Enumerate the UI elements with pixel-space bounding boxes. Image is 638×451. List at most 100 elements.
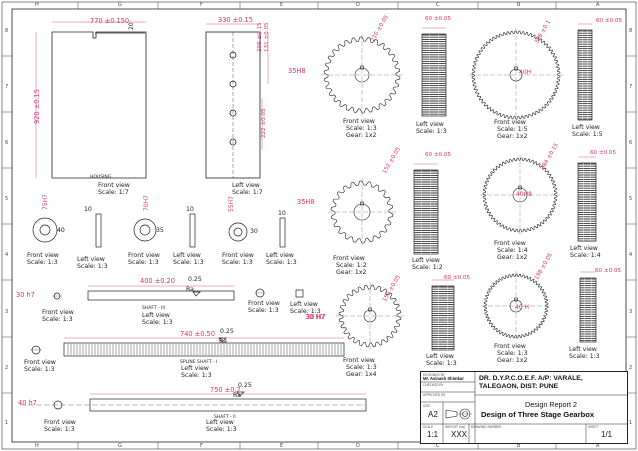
gear-4-side	[577, 156, 597, 242]
shaft3-front-view: Front view	[42, 309, 74, 316]
grid-row-right-1: 1	[629, 420, 633, 426]
shaft1-front-scale: Scale: 1:3	[24, 366, 55, 373]
housing-side-dim-2: 131 ±0.05	[264, 22, 270, 52]
housing-side-dim-1: 206 ±0.15	[257, 22, 263, 52]
gear-5-side	[431, 279, 455, 351]
grid-col-top-H: H	[35, 2, 39, 8]
grid-row-left-7: 7	[5, 84, 9, 90]
shaft1-ra: Ra	[219, 338, 227, 345]
grid-col-top-A: A	[596, 2, 600, 8]
gear1-bore-dim: 35H8	[288, 67, 306, 75]
gear2-side-scale: Scale: 1:5	[572, 131, 603, 138]
housing-width-dim: 770 ±0.150	[90, 17, 130, 25]
gear3-side-scale: Scale: 1:2	[412, 264, 443, 271]
drawing-number-label: DRAWING NUMBER	[471, 425, 502, 429]
gear1-gear: Gear: 1x2	[346, 132, 377, 139]
report-name: Design Report 2	[525, 400, 577, 409]
grid-col-top-C: C	[436, 2, 440, 8]
gear2-bore-dim: 40H	[519, 69, 532, 76]
bearing2-width-dim: 10	[186, 206, 194, 213]
bearing2-front-scale: Scale: 1:3	[128, 259, 159, 266]
gear3-side-view: Left view	[412, 257, 440, 264]
key-views	[255, 288, 304, 298]
shaft1-side-scale: Scale: 1:3	[181, 372, 212, 379]
housing-side-scale: Scale: 1:7	[232, 189, 263, 196]
sheet-size: A2	[428, 410, 438, 419]
gear-side-views	[413, 23, 597, 351]
bearing1-width-dim: 10	[84, 206, 92, 213]
gear1-scale: Scale: 1:3	[346, 125, 377, 132]
bearing2-side-scale: Scale: 1:3	[173, 259, 204, 266]
gear2-gear: Gear: 1x2	[497, 133, 528, 140]
gear-2-side	[577, 23, 593, 121]
bearing3-outer-dim: 55H7	[228, 196, 235, 212]
gear4-side-scale: Scale: 1:4	[570, 252, 601, 259]
shaft2-front-view: Front view	[44, 419, 76, 426]
shaft1-front-view: Front view	[24, 359, 56, 366]
gear-1-front	[321, 34, 403, 116]
grid-col-top-G: G	[118, 2, 122, 8]
gear4-gear: Gear: 1x2	[497, 254, 528, 261]
housing-front-view-label: Front view	[98, 182, 130, 189]
grid-col-bottom-A: A	[596, 443, 600, 449]
key-side-view: Left view	[290, 301, 318, 308]
grid-col-bottom-E: E	[280, 443, 284, 449]
gear-front-views	[321, 28, 563, 350]
drawing-title: Design of Three Stage Gearbox	[481, 410, 595, 419]
shaft1-roughness: 0.25	[220, 328, 234, 335]
gear3-view: Front view	[333, 255, 365, 262]
bearing3-inner-dim: 30	[250, 228, 258, 235]
bearing3-side-view: Left view	[266, 252, 294, 259]
gear1-side-scale: Scale: 1:3	[416, 128, 447, 135]
shaft2-label: SHAFT - II	[214, 415, 236, 420]
housing-side-view	[205, 23, 269, 179]
bearing3-side-scale: Scale: 1:3	[266, 259, 297, 266]
grid-col-top-B: B	[517, 2, 521, 8]
bearing1-side-scale: Scale: 1:3	[77, 263, 108, 270]
gear1-side-view: Left view	[416, 121, 444, 128]
housing-front-scale: Scale: 1:7	[98, 189, 129, 196]
gear4-view: Front view	[494, 240, 526, 247]
gear-3-side	[413, 163, 439, 255]
sheet-number: 1/1	[601, 430, 613, 439]
gear2-side-view: Left view	[572, 124, 600, 131]
bearing1-front-scale: Scale: 1:3	[27, 259, 58, 266]
gear-6-front	[481, 271, 551, 341]
drawing-scale: 1:1	[427, 430, 439, 439]
housing-label: HOUSING	[90, 175, 112, 180]
approved-by-label: APPROVED BY	[423, 393, 446, 397]
bearing1-inner-dim: 40	[57, 227, 65, 234]
shaft-2	[20, 391, 367, 412]
gear4-bore-dim: 40H8	[516, 191, 532, 198]
gear5-scale: Scale: 1:3	[346, 364, 377, 371]
gear6-bore-dim: 40 H	[515, 304, 530, 311]
title-block: DESIGNED BY Mr. Avinash Shimkar CHECKED …	[420, 371, 628, 444]
housing-side-view-label: Left view	[232, 182, 260, 189]
grid-col-bottom-F: F	[200, 443, 203, 449]
shaft-1	[30, 337, 345, 357]
gear3-side-width: 60 ±0.05	[425, 152, 452, 158]
grid-col-bottom-G: G	[118, 443, 122, 449]
drawing-weight: XXX	[451, 430, 468, 439]
housing-height-dim: 920 ±0.15	[33, 89, 41, 124]
gear6-view: Front view	[494, 343, 526, 350]
shaft1-length-dim: 740 ±0.50	[180, 330, 215, 338]
size-label: SIZE	[423, 404, 431, 408]
grid-row-left-3: 3	[5, 309, 9, 315]
bearing3-front-view: Front view	[222, 252, 254, 259]
grid-col-bottom-B: B	[517, 443, 521, 449]
shaft3-length-dim: 400 ±0.20	[140, 277, 175, 285]
shaft3-side-scale: Scale: 1:3	[142, 319, 173, 326]
gear5-side-scale: Scale: 1:3	[426, 360, 457, 367]
gear-5-front	[336, 282, 404, 350]
bearing2-outer-dim: 70H7	[143, 195, 150, 211]
bearing3-front-scale: Scale: 1:3	[222, 259, 253, 266]
gear1-side-width: 60 ±0.05	[425, 16, 452, 22]
grid-row-right-6: 6	[629, 140, 633, 146]
grid-row-left-2: 2	[5, 365, 9, 371]
shaft2-front-scale: Scale: 1:3	[44, 426, 75, 433]
gear4-scale: Scale: 1:4	[497, 247, 528, 254]
shaft2-side-scale: Scale: 1:3	[206, 426, 237, 433]
